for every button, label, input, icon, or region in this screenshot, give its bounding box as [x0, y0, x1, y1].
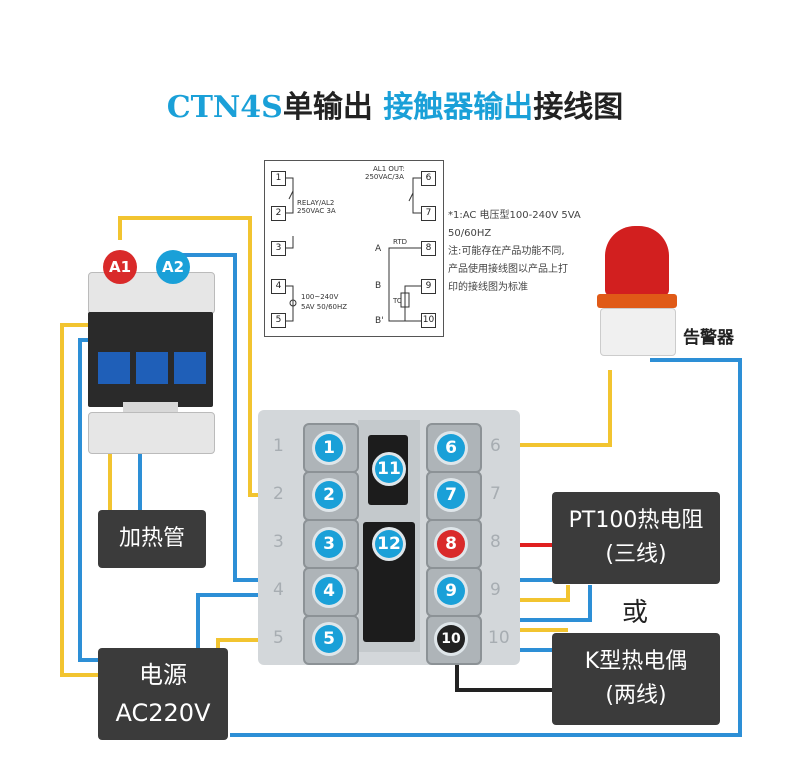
heater-label: 加热管 — [98, 510, 206, 568]
or-label: 或 — [622, 598, 649, 628]
power-label: 电源 AC220V — [98, 648, 228, 740]
terminal-11: 11 — [375, 455, 403, 483]
terminal-7: 7 — [437, 481, 465, 509]
contactor-a2-marker: A2 — [156, 250, 190, 284]
page-title: CTN4S单输出 接触器输出接线图 — [166, 90, 624, 125]
schematic-pin-5: 5 — [271, 313, 286, 328]
thermocouple-label: K型热电偶 (两线) — [552, 633, 720, 725]
terminal-10: 10 — [437, 625, 465, 653]
terminal-8: 8 — [437, 530, 465, 558]
terminal-12: 12 — [375, 530, 403, 558]
schematic-pin-3: 3 — [271, 241, 286, 256]
pt100-label: PT100热电阻 (三线) — [552, 492, 720, 584]
wiring-schematic: 1 2 3 4 5 6 7 8 9 10 AL1 OUT: 250VAC/3A … — [264, 160, 444, 337]
schematic-pin-7: 7 — [421, 206, 436, 221]
spec-note: *1:AC 电压型100-240V 5VA 50/60HZ 注:可能存在产品功能… — [448, 210, 581, 293]
screw-7 — [426, 471, 482, 521]
schematic-pin-10: 10 — [421, 313, 436, 328]
schematic-pin-8: 8 — [421, 241, 436, 256]
terminal-9: 9 — [437, 577, 465, 605]
terminal-2: 2 — [315, 481, 343, 509]
contactor — [88, 262, 215, 457]
terminal-4: 4 — [315, 577, 343, 605]
schematic-pin-4: 4 — [271, 279, 286, 294]
schematic-pin-2: 2 — [271, 206, 286, 221]
terminal-5: 5 — [315, 625, 343, 653]
terminal-3: 3 — [315, 530, 343, 558]
schematic-pin-1: 1 — [271, 171, 286, 186]
schematic-pin-6: 6 — [421, 171, 436, 186]
terminal-1: 1 — [315, 434, 343, 462]
alarm-light — [597, 226, 677, 356]
contactor-a1-marker: A1 — [103, 250, 137, 284]
alarm-label: 告警器 — [683, 328, 734, 348]
schematic-lines — [286, 177, 421, 322]
terminal-6: 6 — [437, 434, 465, 462]
schematic-pin-9: 9 — [421, 279, 436, 294]
